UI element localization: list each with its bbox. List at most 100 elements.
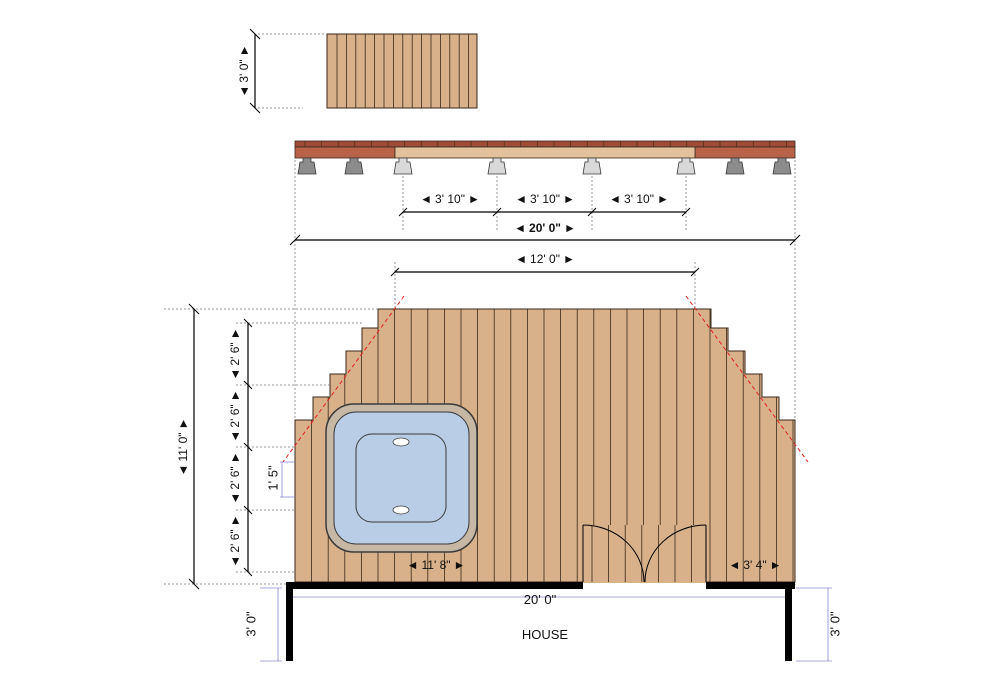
span-label-3-text: 3' 10": [624, 192, 654, 206]
step-detail: ◄3' 0"►: [237, 28, 478, 114]
steps-tick-4: [243, 505, 253, 515]
step-label-4-text: 2' 6": [228, 529, 242, 552]
step-height-text: 3' 0": [237, 59, 251, 82]
span-label-2: ◄3' 10"►: [515, 192, 575, 206]
door-opening: [583, 525, 706, 583]
step-boards: [336, 34, 470, 108]
span-tick-2: [492, 207, 502, 217]
footing-block: [297, 157, 317, 175]
arrow-left-icon: ◄: [228, 369, 242, 381]
house-wall-right: [706, 582, 795, 589]
top-width-label: ◄12' 0"►: [515, 252, 575, 266]
step-label-2-text: 2' 6": [228, 404, 242, 427]
arrow-right-icon: ►: [228, 327, 242, 339]
depth-tick-bottom: [188, 578, 200, 590]
footing-block: [676, 157, 696, 175]
door-area-boards: [591, 525, 692, 582]
top-width-tick-right: [690, 267, 700, 277]
footing-block: [772, 157, 792, 175]
hot-tub-basin: [355, 433, 447, 523]
tub-offset-label: 1' 5": [265, 465, 280, 491]
footing-block: [344, 157, 364, 175]
right-return-label: 3' 0": [827, 611, 842, 637]
right-angle-guide: [685, 295, 809, 463]
footing-block: [725, 157, 745, 175]
arrow-right-icon: ►: [454, 558, 466, 572]
arrow-left-icon: ◄: [407, 558, 419, 572]
span-label-2-text: 3' 10": [530, 192, 560, 206]
arrow-left-icon: ◄: [728, 558, 740, 572]
arrow-right-icon: ►: [563, 192, 575, 206]
arrow-left-icon: ◄: [228, 493, 242, 505]
footing-block: [582, 157, 602, 175]
arrow-right-icon: ►: [770, 558, 782, 572]
tub-clear-text: 11' 8": [421, 558, 450, 572]
overall-tick-left: [289, 234, 301, 246]
step-height-label: ◄3' 0"►: [237, 44, 251, 97]
steps-tick-1: [243, 318, 253, 328]
step-label-1: ◄ 2' 6" ►: [228, 327, 242, 380]
depth-text: 11' 0": [176, 432, 190, 461]
arrow-left-icon: ◄: [514, 221, 526, 235]
arrow-left-icon: ◄: [420, 192, 432, 206]
span-label-1: ◄3' 10"►: [420, 192, 480, 206]
arrow-right-icon: ►: [564, 221, 576, 235]
arrow-right-icon: ►: [228, 514, 242, 526]
deck-elevation: ◄3' 10"► ◄3' 10"► ◄3' 10"► ◄20' 0"►: [289, 140, 801, 585]
overall-width-label: ◄20' 0"►: [514, 221, 576, 235]
step-dim-tick-top: [249, 28, 261, 40]
depth-label: ◄ 11' 0" ►: [176, 418, 190, 477]
step-label-1-text: 2' 6": [228, 342, 242, 365]
top-width-text: 12' 0": [530, 252, 560, 266]
footing-block: [487, 157, 507, 175]
left-return-label: 3' 0": [243, 611, 258, 637]
span-tick-1: [398, 207, 408, 217]
elevation-center-beam: [394, 146, 696, 159]
steps-tick-5: [243, 567, 253, 577]
footing-block: [393, 157, 413, 175]
arrow-right-icon: ►: [657, 192, 669, 206]
elevation-footing-blocks: [297, 157, 792, 175]
arrow-right-icon: ►: [468, 192, 480, 206]
span-label-1-text: 3' 10": [435, 192, 465, 206]
arrow-left-icon: ◄: [515, 252, 527, 266]
house: 20' 0" HOUSE 3' 0" 3' 0": [243, 582, 842, 662]
steps-tick-3: [243, 442, 253, 452]
elevation-board-ends: [304, 141, 787, 147]
depth-tick-top: [188, 303, 200, 315]
house-return-right: [785, 582, 792, 661]
step-label-3-text: 2' 6": [228, 466, 242, 489]
span-tick-4: [681, 207, 691, 217]
elevation-right-fascia: [694, 146, 796, 159]
deck-plan: ◄12' 0"► ◄11' 0"►: [164, 252, 809, 590]
step-board-surface: [326, 33, 478, 109]
arrow-right-icon: ►: [563, 252, 575, 266]
house-label: HOUSE: [522, 627, 569, 642]
arrow-right-icon: ►: [237, 44, 251, 56]
step-label-3: ◄2' 6"►: [228, 451, 242, 504]
step-dim-tick-bottom: [249, 102, 261, 114]
house-wall-left: [286, 582, 583, 589]
steps-tick-2: [243, 380, 253, 390]
left-angle-guide: [282, 295, 405, 463]
step-label-4: ◄ 2' 6" ►: [228, 514, 242, 567]
elevation-left-fascia: [294, 146, 396, 159]
door-swing-right: [644, 524, 707, 583]
right-clear-text: 3' 4": [743, 558, 766, 572]
step-label-2: ◄2' 6"►: [228, 389, 242, 442]
house-width-label: 20' 0": [524, 592, 557, 607]
top-width-tick-left: [390, 267, 400, 277]
arrow-left-icon: ◄: [176, 465, 190, 477]
arrow-right-icon: ►: [176, 418, 190, 430]
tub-clear-label: ◄11' 8" ►: [407, 558, 466, 572]
arrow-left-icon: ◄: [228, 556, 242, 568]
overall-width-text: 20' 0": [529, 221, 561, 235]
span-tick-3: [587, 207, 597, 217]
arrow-left-icon: ◄: [609, 192, 621, 206]
hot-tub-jet-top: [392, 437, 410, 447]
overall-tick-right: [789, 234, 801, 246]
span-label-3: ◄3' 10"►: [609, 192, 669, 206]
right-clear-label: ◄3' 4" ►: [728, 558, 781, 572]
door-swing-left: [582, 524, 645, 583]
